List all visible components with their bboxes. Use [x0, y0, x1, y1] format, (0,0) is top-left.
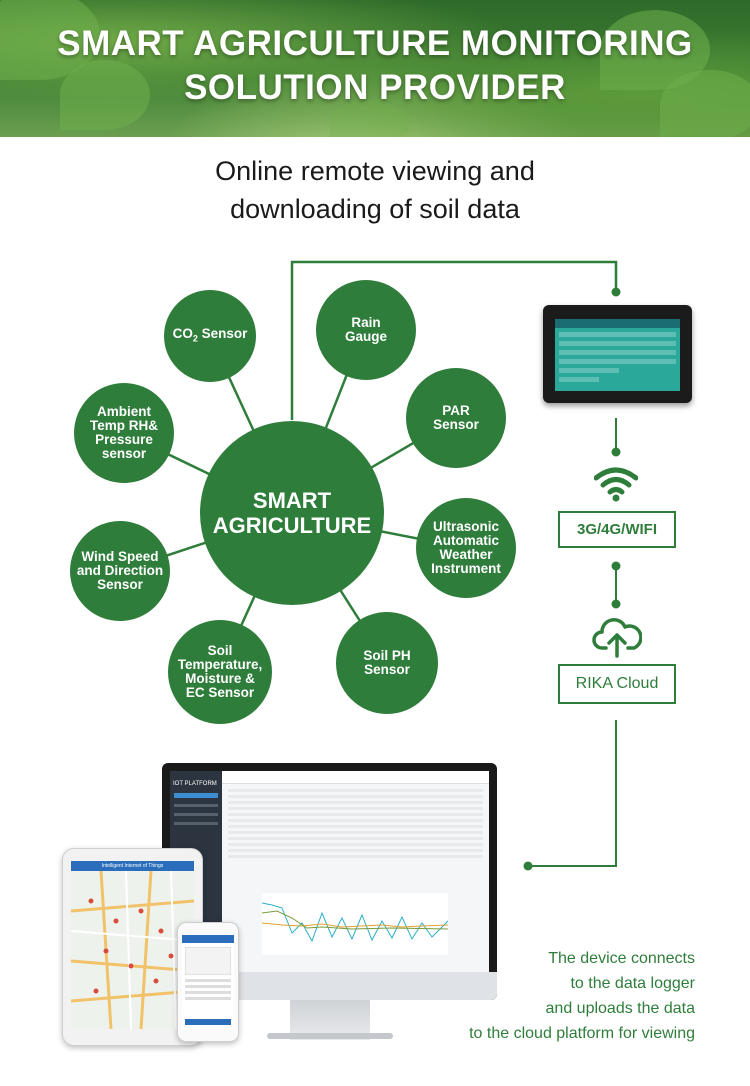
bubble-line: EC Sensor [185, 685, 255, 700]
platform-line-chart [262, 893, 448, 955]
subtitle: Online remote viewing and downloading of… [0, 152, 750, 228]
description-line: to the cloud platform for viewing [469, 1025, 695, 1042]
phone-device [177, 922, 239, 1042]
bubble-line: PAR [442, 403, 470, 418]
bubble-line: Instrument [431, 561, 501, 576]
map-view [71, 870, 194, 1029]
bubble-line: Sensor [433, 417, 479, 432]
leaf-decoration [660, 70, 750, 137]
smart-agriculture-hub: SMART AGRICULTURE [200, 421, 384, 605]
description-line: The device connects [548, 950, 695, 967]
bubble-line: Ultrasonic [432, 519, 499, 534]
co2-sensor-bubble: CO2 Sensor [164, 290, 256, 382]
connector-dot [611, 599, 621, 609]
monitor-base [267, 1033, 393, 1039]
tablet-map-screen: Intelligent Internet of Things [71, 861, 194, 1029]
leaf-decoration [330, 100, 410, 137]
subtitle-line: downloading of soil data [230, 194, 520, 224]
ultrasonic-weather-bubble: Ultrasonic Automatic Weather Instrument [416, 498, 516, 598]
data-logger-device [543, 305, 692, 403]
bubble-line: Sensor [364, 662, 410, 677]
data-logger-screen [555, 319, 680, 391]
subtitle-line: Online remote viewing and [215, 156, 535, 186]
cloud-upload-icon [592, 618, 642, 658]
bubble-line: Rain [351, 315, 381, 330]
tablet-header: Intelligent Internet of Things [71, 861, 194, 871]
flow-line [528, 720, 617, 867]
connector-dot [611, 447, 621, 457]
header-banner: SMART AGRICULTURE MONITORING SOLUTION PR… [0, 0, 750, 137]
title-line: SMART AGRICULTURE MONITORING [57, 24, 693, 63]
bubble-line: Wind Speed [81, 549, 159, 564]
hub-to-logger-line [290, 260, 618, 420]
bubble-line: Pressure [95, 432, 153, 447]
title-line: SOLUTION PROVIDER [184, 68, 566, 107]
rain-gauge-bubble: Rain Gauge [316, 280, 416, 380]
bubble-line: Sensor [97, 577, 143, 592]
tablet-device: Intelligent Internet of Things [62, 848, 203, 1046]
phone-screen [182, 935, 234, 1029]
bubble-line: and Direction [76, 563, 164, 578]
platform-brand: IOT PLATFORM [173, 781, 217, 787]
bubble-line: Soil PH [363, 648, 411, 663]
soil-temp-moisture-ec-bubble: Soil Temperature, Moisture & EC Sensor [168, 620, 272, 724]
connection-description: The device connects to the data logger a… [469, 946, 695, 1046]
bubble-line: Weather [439, 547, 493, 562]
soil-ph-bubble: Soil PH Sensor [336, 612, 438, 714]
wind-sensor-bubble: Wind Speed and Direction Sensor [70, 521, 170, 621]
network-label-box: 3G/4G/WIFI [558, 511, 676, 548]
network-label: 3G/4G/WIFI [576, 521, 657, 538]
connector-dot [523, 861, 533, 871]
co2-subscript: 2 [192, 333, 198, 344]
leaf-decoration [60, 60, 150, 130]
bubble-line: Ambient [96, 404, 151, 419]
connector-dot [611, 561, 621, 571]
bubble-line: Moisture & [185, 671, 255, 686]
bubble-line: Temp RH& [89, 418, 158, 433]
cloud-label-box: RIKA Cloud [558, 664, 676, 704]
connector-dot [611, 287, 621, 297]
bubble-line: Temperature, [177, 657, 263, 672]
wifi-icon [594, 467, 638, 502]
description-line: and uploads the data [545, 1000, 695, 1017]
platform-table [228, 789, 483, 885]
ambient-sensor-bubble: Ambient Temp RH& Pressure sensor [74, 383, 174, 483]
description-line: to the data logger [570, 975, 695, 992]
hub-line: AGRICULTURE [212, 513, 372, 538]
cloud-label: RIKA Cloud [575, 675, 659, 692]
page-title: SMART AGRICULTURE MONITORING SOLUTION PR… [0, 22, 750, 110]
co2-suffix: Sensor [197, 325, 248, 341]
bubble-line: Automatic [432, 533, 499, 548]
hub-line: SMART [252, 488, 332, 513]
platform-topbar [170, 771, 489, 784]
par-sensor-bubble: PAR Sensor [406, 368, 506, 468]
bubble-line: Gauge [344, 329, 387, 344]
co2-prefix: CO [172, 325, 193, 341]
bubble-line: sensor [101, 446, 147, 461]
bubble-line: Soil [207, 643, 233, 658]
